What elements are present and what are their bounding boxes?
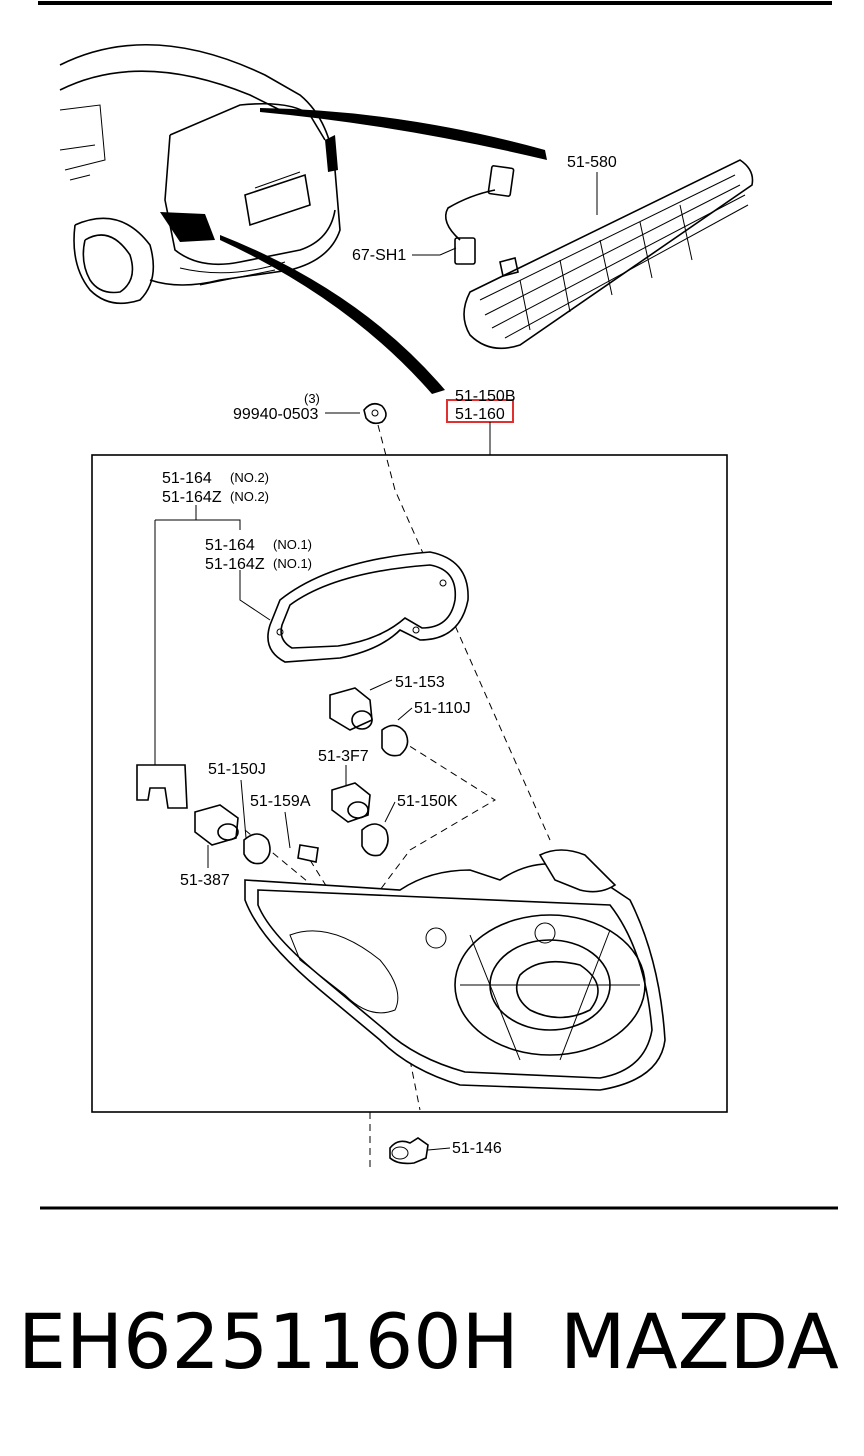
high-mount-stop-lamp	[463, 159, 754, 350]
footer-brand: MAZDA	[560, 1297, 839, 1386]
label-no2-b: (NO.2)	[230, 489, 269, 504]
label-51-164-no1: 51-164	[205, 537, 255, 554]
highlight-box	[446, 399, 514, 423]
label-51-580: 51-580	[567, 154, 617, 171]
assembly-frame	[91, 454, 728, 1113]
label-51-150k: 51-150K	[397, 793, 458, 810]
bulb-middle	[361, 801, 396, 857]
label-51-164z-no1: 51-164Z	[205, 556, 265, 573]
footer-part-number: EH6251160H	[18, 1297, 519, 1386]
label-51-150b: 51-150B	[455, 388, 516, 405]
label-51-164z-no2: 51-164Z	[162, 489, 222, 506]
label-51-387: 51-387	[180, 872, 230, 889]
label-no1-a: (NO.1)	[273, 537, 312, 552]
label-67-sh1: 67-SH1	[352, 247, 406, 264]
bulb-upper	[381, 707, 413, 757]
socket-middle	[331, 765, 371, 823]
label-51-3f7: 51-3F7	[318, 748, 369, 765]
label-51-153: 51-153	[395, 674, 445, 691]
bulb-lower	[240, 779, 271, 865]
label-51-110j: 51-110J	[414, 700, 471, 717]
label-99940-0503: 99940-0503	[233, 406, 319, 423]
socket-lower	[194, 804, 239, 868]
label-51-150j: 51-150J	[208, 761, 266, 778]
label-no1-b: (NO.1)	[273, 556, 312, 571]
connector-harness	[444, 165, 515, 265]
label-51-159a: 51-159A	[250, 793, 311, 810]
label-qty-3: (3)	[304, 391, 320, 406]
label-51-160: 51-160	[455, 406, 505, 423]
tail-lamp-housing	[244, 849, 666, 1091]
label-51-146: 51-146	[452, 1140, 502, 1157]
label-no2-a: (NO.2)	[230, 470, 269, 485]
label-51-164-no2: 51-164	[162, 470, 212, 487]
socket-upper	[329, 679, 393, 731]
fastener	[389, 1137, 451, 1165]
vehicle-illustration	[59, 43, 547, 394]
gasket	[267, 551, 469, 663]
